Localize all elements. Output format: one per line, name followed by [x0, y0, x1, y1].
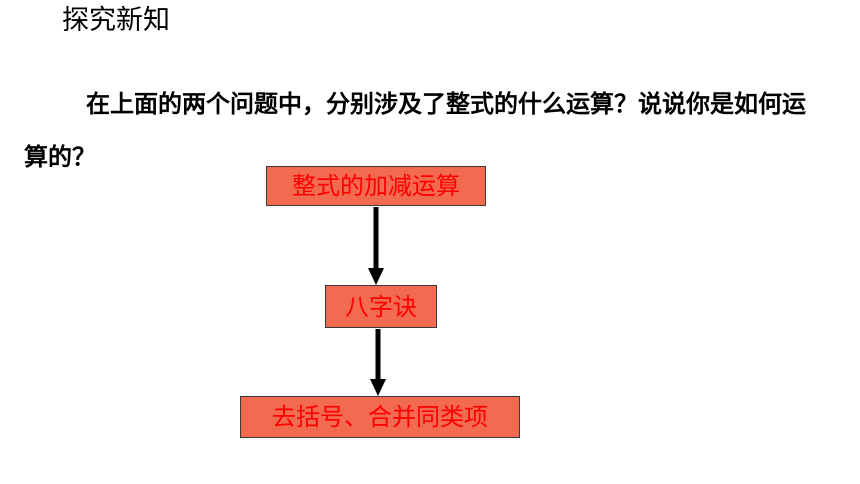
- flow-step-3: 去括号、合并同类项: [240, 396, 520, 438]
- flow-step-1: 整式的加减运算: [266, 166, 486, 206]
- arrow-step2-to-step3: [370, 329, 386, 396]
- flow-step-1-label: 整式的加减运算: [292, 172, 460, 200]
- page-title: 探究新知: [62, 5, 170, 36]
- flow-step-2-label: 八字诀: [345, 292, 417, 321]
- arrow-step1-to-step2: [368, 207, 384, 285]
- flow-step-2: 八字诀: [325, 285, 437, 328]
- question-text: 在上面的两个问题中，分别涉及了整式的什么运算？说说你是如何运算的？: [24, 90, 806, 171]
- flow-step-3-label: 去括号、合并同类项: [272, 403, 488, 431]
